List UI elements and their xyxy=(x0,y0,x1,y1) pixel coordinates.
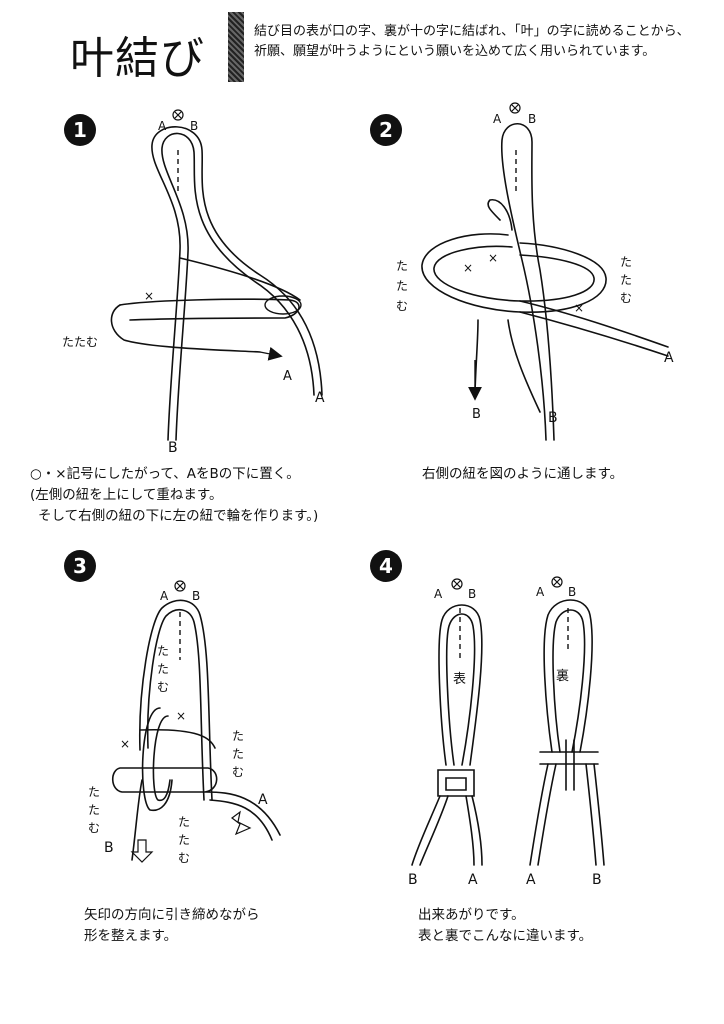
step4-caption: 出来あがりです。 表と裏でこんなに違います。 xyxy=(418,905,708,947)
step4-front-label: 表 xyxy=(453,672,466,687)
step4-front-knot xyxy=(411,604,483,866)
step2-label-b-top: B xyxy=(528,112,536,126)
step3-fold-bottom-1: た xyxy=(178,815,190,829)
step1-label-a-arrow: A xyxy=(283,369,292,384)
step2-label-a-end: A xyxy=(664,350,674,366)
step1-cord xyxy=(110,126,323,441)
step3-fold-bottom-2: た xyxy=(178,833,190,847)
step2-cross-mark-2: × xyxy=(488,251,498,265)
step4-back-label-a-top: A xyxy=(536,585,545,599)
step4-back-label-b-end: B xyxy=(592,872,602,888)
step3-fold-mid-3: む xyxy=(157,680,169,694)
step1-caption-note-2: そして右側の紐の下に左の紐で輪を作ります。) xyxy=(38,508,319,524)
step4-front-label-b-top: B xyxy=(468,587,476,601)
step3-fold-left-3: む xyxy=(88,821,100,835)
step2-fold-left-1: た xyxy=(396,259,408,273)
step4-back-knot xyxy=(529,599,605,866)
step2-cross-mark-3: × xyxy=(574,301,584,315)
step1-arrow-icon xyxy=(259,346,283,361)
step2-number-badge xyxy=(370,114,402,146)
step3-down-arrow-icon xyxy=(130,839,154,863)
intro-text: 結び目の表が口の字、裏が十の字に結ばれ、「叶」の字に読めることから、祈願、願望が… xyxy=(254,24,690,59)
step2-number: 2 xyxy=(379,118,393,142)
step1-label-a-top: A xyxy=(158,119,167,133)
step4-panel: 4 A B 表 B xyxy=(370,550,605,888)
step2-fold-left-2: た xyxy=(396,279,408,293)
step3-fold-mid-2: た xyxy=(157,662,169,676)
step1-label-a-end: A xyxy=(315,390,325,406)
step3-number: 3 xyxy=(73,554,87,578)
step1-caption-main: ○・×記号にしたがって、AをBの下に置く。 xyxy=(30,466,300,482)
step3-fold-bottom-3: む xyxy=(178,851,190,865)
step2-fold-right-1: た xyxy=(620,255,632,269)
step2-caption: 右側の紐を図のように通します。 xyxy=(422,464,712,485)
step4-number-badge xyxy=(370,550,402,582)
step2-fold-right-3: む xyxy=(620,291,632,305)
step1-number: 1 xyxy=(73,118,87,142)
step4-front-label-a-top: A xyxy=(434,587,443,601)
step3-fold-left-2: た xyxy=(88,803,100,817)
step1-cross-mark: × xyxy=(144,289,154,303)
step4-back-label: 裏 xyxy=(556,669,569,684)
step3-fold-right-3: む xyxy=(232,765,244,779)
step4-front-label-b-end: B xyxy=(408,872,418,888)
step3-caption: 矢印の方向に引き締めながら 形を整えます。 xyxy=(84,905,364,947)
step4-back-label-a-end: A xyxy=(526,872,536,888)
step3-caption-line-2: 形を整えます。 xyxy=(84,928,178,944)
step3-fold-left-1: た xyxy=(88,785,100,799)
step3-caption-line-1: 矢印の方向に引き締めながら xyxy=(84,907,260,923)
step2-caption-main: 右側の紐を図のように通します。 xyxy=(422,466,624,482)
step2-panel: 2 A B × × × た た む た た む A B B xyxy=(370,102,674,441)
step3-fold-mid-1: た xyxy=(157,644,169,658)
step3-label-b-end: B xyxy=(104,840,114,856)
step2-cross-mark-1: × xyxy=(463,261,473,275)
step3-number-badge xyxy=(64,550,96,582)
step3-cross-mark-1: × xyxy=(176,709,186,723)
step1-caption-note-1: (左側の紐を上にして重ねます。 xyxy=(30,487,223,503)
page-title: 叶結び xyxy=(70,33,205,84)
step3-cross-mark-2: × xyxy=(120,737,130,751)
step3-cord xyxy=(111,599,281,861)
step1-caption: ○・×記号にしたがって、AをBの下に置く。 (左側の紐を上にして重ねます。 そし… xyxy=(30,464,370,527)
step2-label-b-arrow: B xyxy=(472,407,481,422)
step1-panel: 1 A B × たたむ A A B xyxy=(62,109,325,456)
step2-fold-right-2: た xyxy=(620,273,632,287)
step3-right-arrow-icon xyxy=(231,810,252,836)
step3-label-a-end: A xyxy=(258,792,268,808)
step3-fold-right-1: た xyxy=(232,729,244,743)
step4-front-label-a-end: A xyxy=(468,872,478,888)
step2-label-b-end: B xyxy=(548,410,558,426)
step4-caption-line-1: 出来あがりです。 xyxy=(418,907,525,923)
step2-label-a-top: A xyxy=(493,112,502,126)
title-accent-bar xyxy=(228,12,244,82)
step3-panel: 3 A B た た む × × た た む た た む た た む xyxy=(64,550,281,865)
step1-label-fold: たたむ xyxy=(62,335,98,349)
step1-label-b-top: B xyxy=(190,119,198,133)
step2-fold-left-3: む xyxy=(396,299,408,313)
step1-circle-mark xyxy=(264,295,302,315)
step4-number: 4 xyxy=(379,554,393,578)
step4-back-label-b-top: B xyxy=(568,585,576,599)
step1-number-badge xyxy=(64,114,96,146)
step3-fold-right-2: た xyxy=(232,747,244,761)
step4-caption-line-2: 表と裏でこんなに違います。 xyxy=(418,928,593,944)
step2-cord xyxy=(421,123,669,441)
step1-label-b-end: B xyxy=(168,440,178,456)
step3-label-a-top: A xyxy=(160,589,169,603)
step3-label-b-top: B xyxy=(192,589,200,603)
